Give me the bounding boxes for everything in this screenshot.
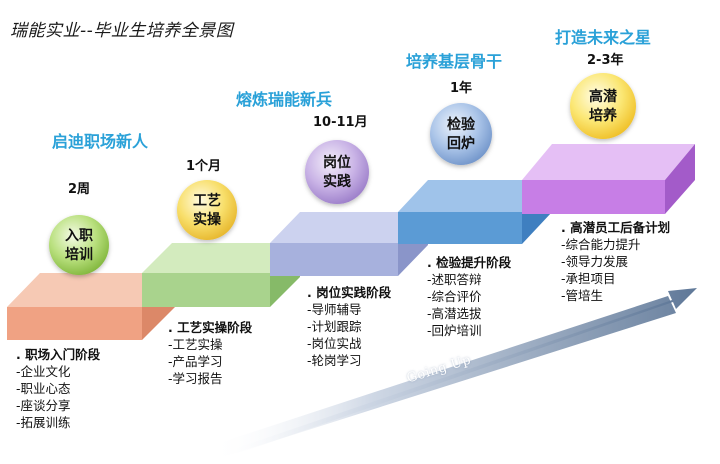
list-item: -述职答辩	[427, 272, 482, 287]
list-item: -管培生	[561, 288, 604, 303]
stage-5-heading: . 高潜员工后备计划	[561, 220, 671, 235]
list-item: -轮岗学习	[307, 353, 362, 368]
circle-onboarding	[49, 215, 109, 275]
step-1-block	[7, 273, 175, 340]
list-item: -产品学习	[168, 354, 223, 369]
list-item: -企业文化	[16, 364, 71, 379]
list-item: -综合能力提升	[561, 237, 641, 252]
stage-3-description: . 岗位实践阶段 -导师辅导 -计划跟踪 -岗位实战 -轮岗学习	[307, 284, 391, 369]
step-2-block	[142, 243, 300, 307]
list-item: -领导力发展	[561, 254, 629, 269]
stage-1-heading: . 职场入门阶段	[16, 347, 101, 362]
list-item: -工艺实操	[168, 337, 223, 352]
circle-high-potential	[570, 73, 636, 139]
duration-3: 10-11月	[313, 115, 368, 130]
list-item: -座谈分享	[16, 398, 71, 413]
stage-1-description: . 职场入门阶段 -企业文化 -职业心态 -座谈分享 -拓展训练	[16, 346, 100, 431]
list-item: -承担项目	[561, 271, 616, 286]
circle-inspection	[430, 103, 492, 165]
stage-4-heading: . 检验提升阶段	[427, 255, 512, 270]
list-item: -回炉培训	[427, 323, 482, 338]
list-item: -计划跟踪	[307, 319, 362, 334]
stage-name-5: 打造未来之星	[555, 28, 652, 47]
duration-2: 1个月	[186, 159, 222, 174]
step-4-block	[398, 180, 552, 244]
list-item: -高潜选拔	[427, 306, 482, 321]
stage-name-1: 启迪职场新人	[52, 132, 149, 151]
stage-4-description: . 检验提升阶段 -述职答辩 -综合评价 -高潜选拔 -回炉培训	[427, 254, 511, 339]
duration-4: 1年	[450, 81, 473, 96]
list-item: -学习报告	[168, 371, 223, 386]
list-item: -岗位实战	[307, 336, 362, 351]
stage-name-4: 培养基层骨干	[406, 52, 503, 71]
list-item: -职业心态	[16, 381, 71, 396]
duration-5: 2-3年	[587, 53, 624, 68]
circle-process-practice	[177, 180, 237, 240]
stage-5-description: . 高潜员工后备计划 -综合能力提升 -领导力发展 -承担项目 -管培生	[561, 219, 670, 304]
stage-name-3: 熔炼瑞能新兵	[236, 90, 333, 109]
list-item: -导师辅导	[307, 302, 362, 317]
list-item: -拓展训练	[16, 415, 71, 430]
going-up-arrow	[210, 288, 697, 458]
circle-post-practice	[305, 140, 369, 204]
duration-1: 2周	[68, 182, 91, 197]
stage-2-description: . 工艺实操阶段 -工艺实操 -产品学习 -学习报告	[168, 319, 252, 387]
list-item: -综合评价	[427, 289, 482, 304]
step-5-block	[522, 144, 695, 214]
stage-3-heading: . 岗位实践阶段	[307, 285, 392, 300]
stage-2-heading: . 工艺实操阶段	[168, 320, 253, 335]
page-title: 瑞能实业--毕业生培养全景图	[10, 21, 234, 41]
